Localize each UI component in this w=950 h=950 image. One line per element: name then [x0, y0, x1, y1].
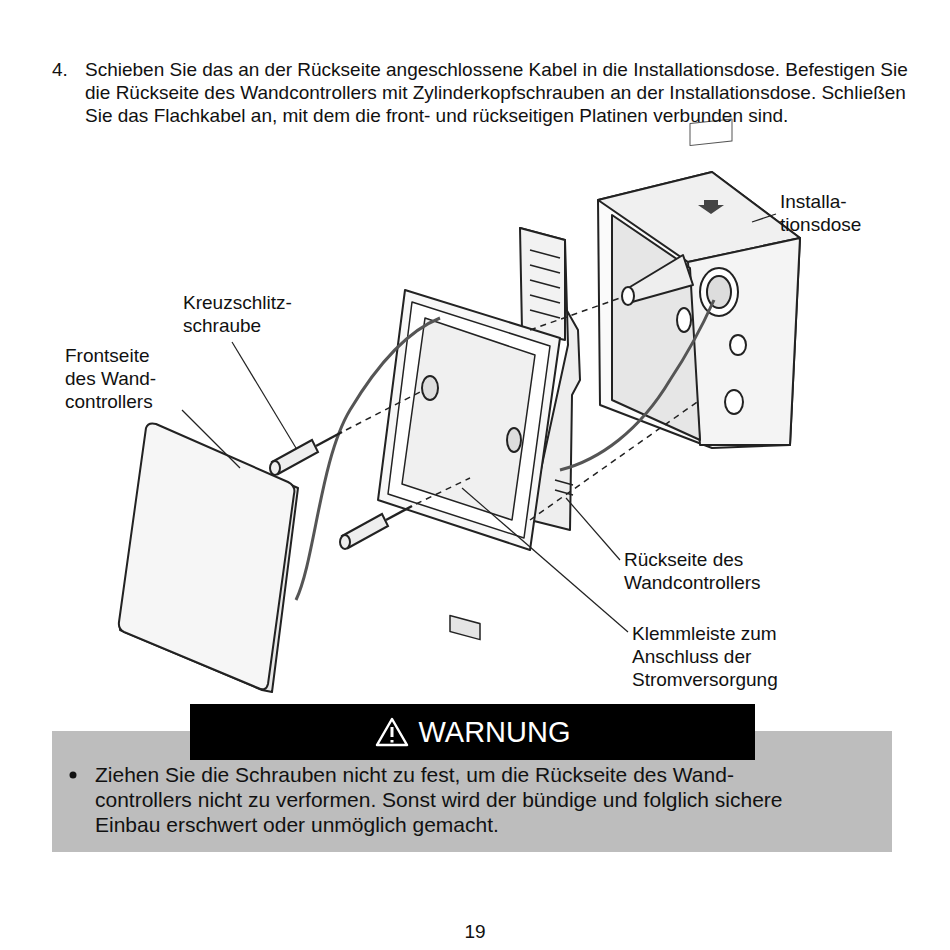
warning-icon — [375, 717, 409, 747]
installation-box — [598, 119, 800, 448]
step-number: 4. — [52, 58, 82, 81]
controller-front — [119, 424, 298, 693]
warning-text: Ziehen Sie die Schrauben nicht zu fest, … — [95, 762, 832, 837]
warning-title: WARNUNG — [419, 716, 571, 749]
bullet — [70, 772, 77, 779]
part-label: Kreuzschlitz- schraube — [183, 291, 308, 337]
controller-rear — [378, 228, 580, 640]
screw — [270, 432, 412, 549]
part-label: Frontseite des Wand- controllers — [65, 344, 175, 413]
warning-banner: WARNUNG — [190, 704, 755, 760]
part-label: Rückseite des Wandcontrollers — [624, 548, 789, 594]
part-label: Installa- tionsdose — [780, 190, 880, 236]
assembly-line — [346, 298, 700, 520]
part-label: Klemmleiste zum Anschluss der Stromverso… — [632, 622, 822, 691]
step-instruction: Schieben Sie das an der Rückseite angesc… — [85, 58, 915, 127]
page-number: 19 — [455, 920, 495, 943]
